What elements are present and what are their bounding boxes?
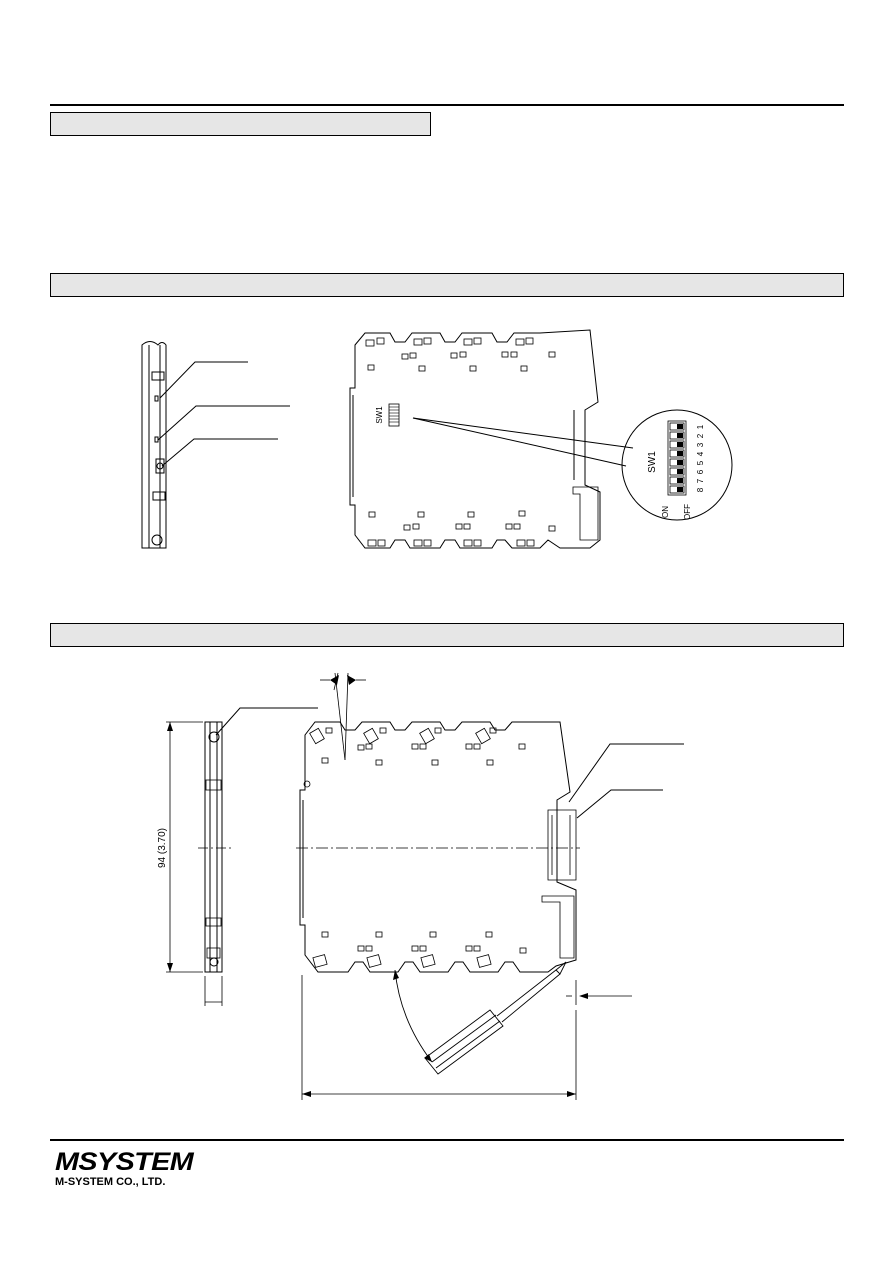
- height-dimension-label: 94 (3.70): [157, 828, 168, 868]
- dip-switch-number: 7: [696, 478, 705, 483]
- dip-switch-2: [669, 431, 685, 440]
- dip-switch-number: 6: [696, 469, 705, 474]
- dip-switch-number: 4: [696, 451, 705, 456]
- dip-switch-knob-8: [677, 487, 683, 492]
- dip-switch-knob-2: [677, 433, 683, 438]
- switch-label: SW1: [375, 406, 384, 424]
- dip-switch-number: 5: [696, 460, 705, 465]
- dip-switch-knob-6: [677, 469, 683, 474]
- section-header-2: [50, 273, 844, 297]
- dip-switch-8: [669, 485, 685, 494]
- dip-switch-cells: [669, 422, 685, 494]
- dip-switch-knob-5: [677, 460, 683, 465]
- dip-switch-zoom-drawing: SW1 ON OFF 1 2 3 4 5 6 7 8: [621, 409, 733, 521]
- dip-switch-5: [669, 458, 685, 467]
- bottom-rule: [50, 1139, 844, 1141]
- dip-switch-number: 2: [696, 433, 705, 438]
- front-dimension-drawing: 94 (3.70): [157, 707, 318, 1006]
- switch-label-zoom: SW1: [647, 451, 658, 473]
- dip-switch-3: [669, 440, 685, 449]
- screwdriver-drawing: [393, 961, 567, 1075]
- dip-switch-number: 1: [696, 424, 705, 429]
- dip-switch-number: 3: [696, 442, 705, 447]
- dip-switch-knob-1: [677, 424, 683, 429]
- dip-switch-1: [669, 422, 685, 431]
- switch-off-label: OFF: [683, 504, 692, 520]
- dip-switch-6: [669, 467, 685, 476]
- dip-switch-knob-7: [677, 478, 683, 483]
- dip-switch-number: 8: [696, 487, 705, 492]
- top-rule: [50, 104, 844, 106]
- section-header-3: [50, 623, 844, 647]
- company-logo: MSYSTEM M-SYSTEM CO., LTD.: [55, 1150, 194, 1189]
- company-name: M-SYSTEM CO., LTD.: [55, 1176, 166, 1188]
- dip-switch-knob-3: [677, 442, 683, 447]
- side-dimension-drawing: [296, 672, 684, 1100]
- switch-on-label: ON: [661, 506, 670, 518]
- dip-switch-knob-4: [677, 451, 683, 456]
- front-view-drawing: [141, 341, 290, 549]
- dip-switch-numbers: 1 2 3 4 5 6 7 8: [696, 424, 705, 492]
- dip-switch-4: [669, 449, 685, 458]
- dip-switch-7: [669, 476, 685, 485]
- logo-mark: MSYSTEM: [55, 1148, 194, 1176]
- section-header-1: [50, 112, 431, 136]
- side-view-drawing: SW1: [349, 329, 634, 549]
